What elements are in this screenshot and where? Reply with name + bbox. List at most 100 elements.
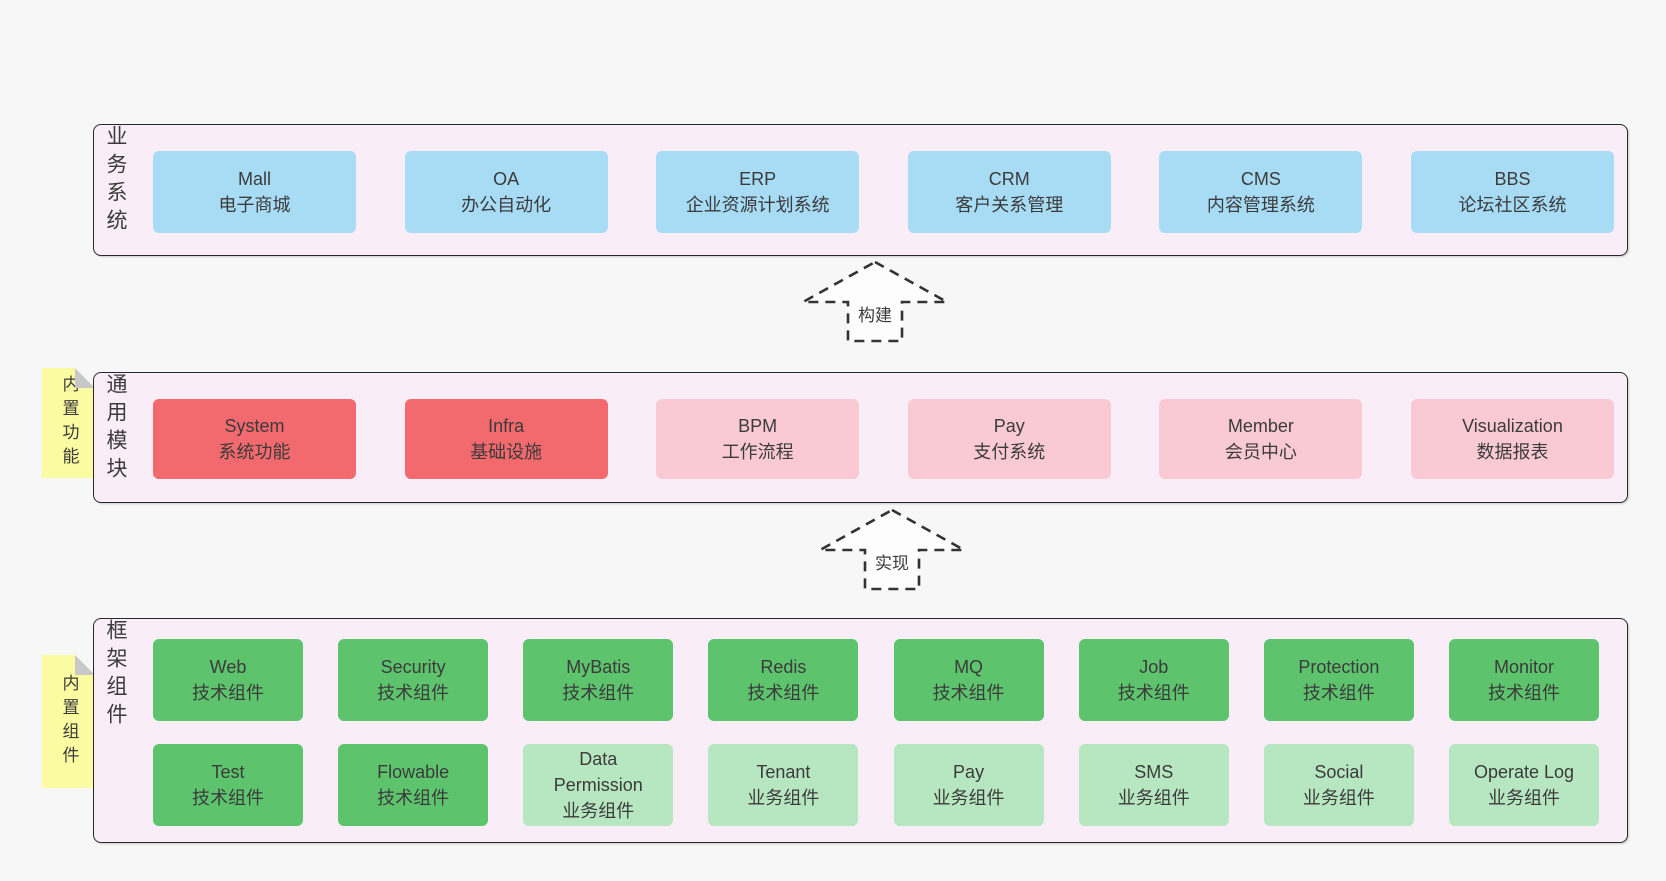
section-framework-components: 框架组件 Web 技术组件 Security 技术组件 MyBatis 技术组件… xyxy=(93,618,1628,843)
box-mybatis: MyBatis 技术组件 xyxy=(523,639,674,721)
box-tenant: Tenant 业务组件 xyxy=(708,744,859,826)
box-subtitle: 业务组件 xyxy=(562,801,635,821)
box-operate-log: Operate Log 业务组件 xyxy=(1448,744,1599,826)
note-built-in-components: 内置组件 xyxy=(42,655,95,788)
box-title: Web xyxy=(209,657,247,677)
box-subtitle: 电子商城 xyxy=(218,195,291,215)
build-arrow-shape xyxy=(797,260,953,343)
box-title: BBS xyxy=(1494,169,1531,189)
box-title: Data Permission xyxy=(553,749,643,795)
implement-arrow: 实现 xyxy=(814,508,970,591)
box-title: Mall xyxy=(237,169,271,189)
note-fold-corner-icon xyxy=(75,368,95,388)
box-subtitle: 技术组件 xyxy=(932,683,1005,703)
framework-box-row-1: Web 技术组件 Security 技术组件 MyBatis 技术组件 Redi… xyxy=(153,639,1599,721)
note-fold-corner-icon xyxy=(75,655,95,675)
box-pay-module: Pay 支付系统 xyxy=(907,399,1111,479)
box-bpm: BPM 工作流程 xyxy=(656,399,860,479)
box-title: CMS xyxy=(1240,169,1281,189)
box-title: CRM xyxy=(988,169,1030,189)
box-subtitle: 技术组件 xyxy=(377,683,450,703)
box-subtitle: 技术组件 xyxy=(192,788,264,808)
note-label: 内置功能 xyxy=(59,375,79,471)
box-title: Job xyxy=(1139,657,1169,677)
box-title: BPM xyxy=(738,416,778,436)
box-subtitle: 论坛社区系统 xyxy=(1458,195,1567,215)
box-oa: OA 办公自动化 xyxy=(404,151,608,233)
box-title: Member xyxy=(1227,416,1294,436)
box-subtitle: 系统功能 xyxy=(218,442,291,462)
box-subtitle: 基础设施 xyxy=(470,442,543,462)
box-cms: CMS 内容管理系统 xyxy=(1159,151,1363,233)
box-subtitle: 内容管理系统 xyxy=(1206,195,1315,215)
box-test: Test 技术组件 xyxy=(153,744,303,826)
box-title: Flowable xyxy=(377,762,450,782)
build-arrow: 构建 xyxy=(797,260,953,343)
box-monitor: Monitor 技术组件 xyxy=(1448,639,1599,721)
box-title: MQ xyxy=(954,657,984,677)
box-subtitle: 客户关系管理 xyxy=(955,195,1064,215)
box-title: Pay xyxy=(953,762,985,782)
section-common-modules: 通用模块 System 系统功能 Infra 基础设施 BPM 工作流程 Pay… xyxy=(93,372,1628,503)
box-member: Member 会员中心 xyxy=(1159,399,1363,479)
box-title: Social xyxy=(1314,762,1364,782)
box-title: Test xyxy=(211,762,245,782)
implement-arrow-shape xyxy=(814,508,970,591)
box-flowable: Flowable 技术组件 xyxy=(338,744,489,826)
box-title: Protection xyxy=(1298,657,1380,677)
box-infra: Infra 基础设施 xyxy=(404,399,608,479)
box-system: System 系统功能 xyxy=(153,399,356,479)
box-title: OA xyxy=(493,169,520,189)
box-subtitle: 数据报表 xyxy=(1476,442,1549,462)
box-subtitle: 技术组件 xyxy=(1117,683,1190,703)
box-web: Web 技术组件 xyxy=(153,639,303,721)
box-social: Social 业务组件 xyxy=(1263,744,1414,826)
box-protection: Protection 技术组件 xyxy=(1263,639,1414,721)
box-subtitle: 技术组件 xyxy=(192,683,264,703)
box-subtitle: 业务组件 xyxy=(1302,788,1375,808)
box-title: System xyxy=(224,416,285,436)
modules-box-row: System 系统功能 Infra 基础设施 BPM 工作流程 Pay 支付系统… xyxy=(153,399,1614,479)
box-data-permission: Data Permission 业务组件 xyxy=(523,744,674,826)
box-mall: Mall 电子商城 xyxy=(153,151,356,233)
box-mq: MQ 技术组件 xyxy=(893,639,1044,721)
box-security: Security 技术组件 xyxy=(338,639,489,721)
note-built-in-functions: 内置功能 xyxy=(42,368,95,478)
box-subtitle: 会员中心 xyxy=(1224,442,1297,462)
build-arrow-label: 构建 xyxy=(858,306,892,325)
box-erp: ERP 企业资源计划系统 xyxy=(656,151,860,233)
business-box-row: Mall 电子商城 OA 办公自动化 ERP 企业资源计划系统 CRM 客户关系… xyxy=(153,151,1614,233)
box-title: Pay xyxy=(993,416,1025,436)
section-modules-label: 通用模块 xyxy=(104,373,127,485)
box-title: Operate Log xyxy=(1473,762,1575,782)
note-label: 内置组件 xyxy=(59,673,79,770)
box-subtitle: 技术组件 xyxy=(562,683,635,703)
box-visualization: Visualization 数据报表 xyxy=(1410,399,1614,479)
box-subtitle: 技术组件 xyxy=(747,683,820,703)
box-redis: Redis 技术组件 xyxy=(708,639,859,721)
box-title: Redis xyxy=(760,657,807,677)
box-subtitle: 业务组件 xyxy=(1117,788,1190,808)
box-subtitle: 企业资源计划系统 xyxy=(685,195,830,215)
box-subtitle: 支付系统 xyxy=(973,442,1046,462)
box-title: SMS xyxy=(1134,762,1174,782)
box-sms: SMS 业务组件 xyxy=(1078,744,1229,826)
framework-box-row-2: Test 技术组件 Flowable 技术组件 Data Permission … xyxy=(153,744,1599,826)
box-bbs: BBS 论坛社区系统 xyxy=(1410,151,1614,233)
box-job: Job 技术组件 xyxy=(1078,639,1229,721)
box-subtitle: 技术组件 xyxy=(377,788,450,808)
box-title: Security xyxy=(380,657,446,677)
box-subtitle: 工作流程 xyxy=(721,442,794,462)
box-subtitle: 办公自动化 xyxy=(461,195,552,215)
section-framework-label: 框架组件 xyxy=(104,619,127,731)
box-subtitle: 业务组件 xyxy=(747,788,820,808)
box-subtitle: 技术组件 xyxy=(1487,683,1560,703)
box-title: Visualization xyxy=(1462,416,1563,436)
box-title: Tenant xyxy=(756,762,811,782)
box-crm: CRM 客户关系管理 xyxy=(907,151,1111,233)
box-subtitle: 业务组件 xyxy=(932,788,1005,808)
box-subtitle: 业务组件 xyxy=(1487,788,1560,808)
box-pay-component: Pay 业务组件 xyxy=(893,744,1044,826)
box-title: ERP xyxy=(739,169,777,189)
